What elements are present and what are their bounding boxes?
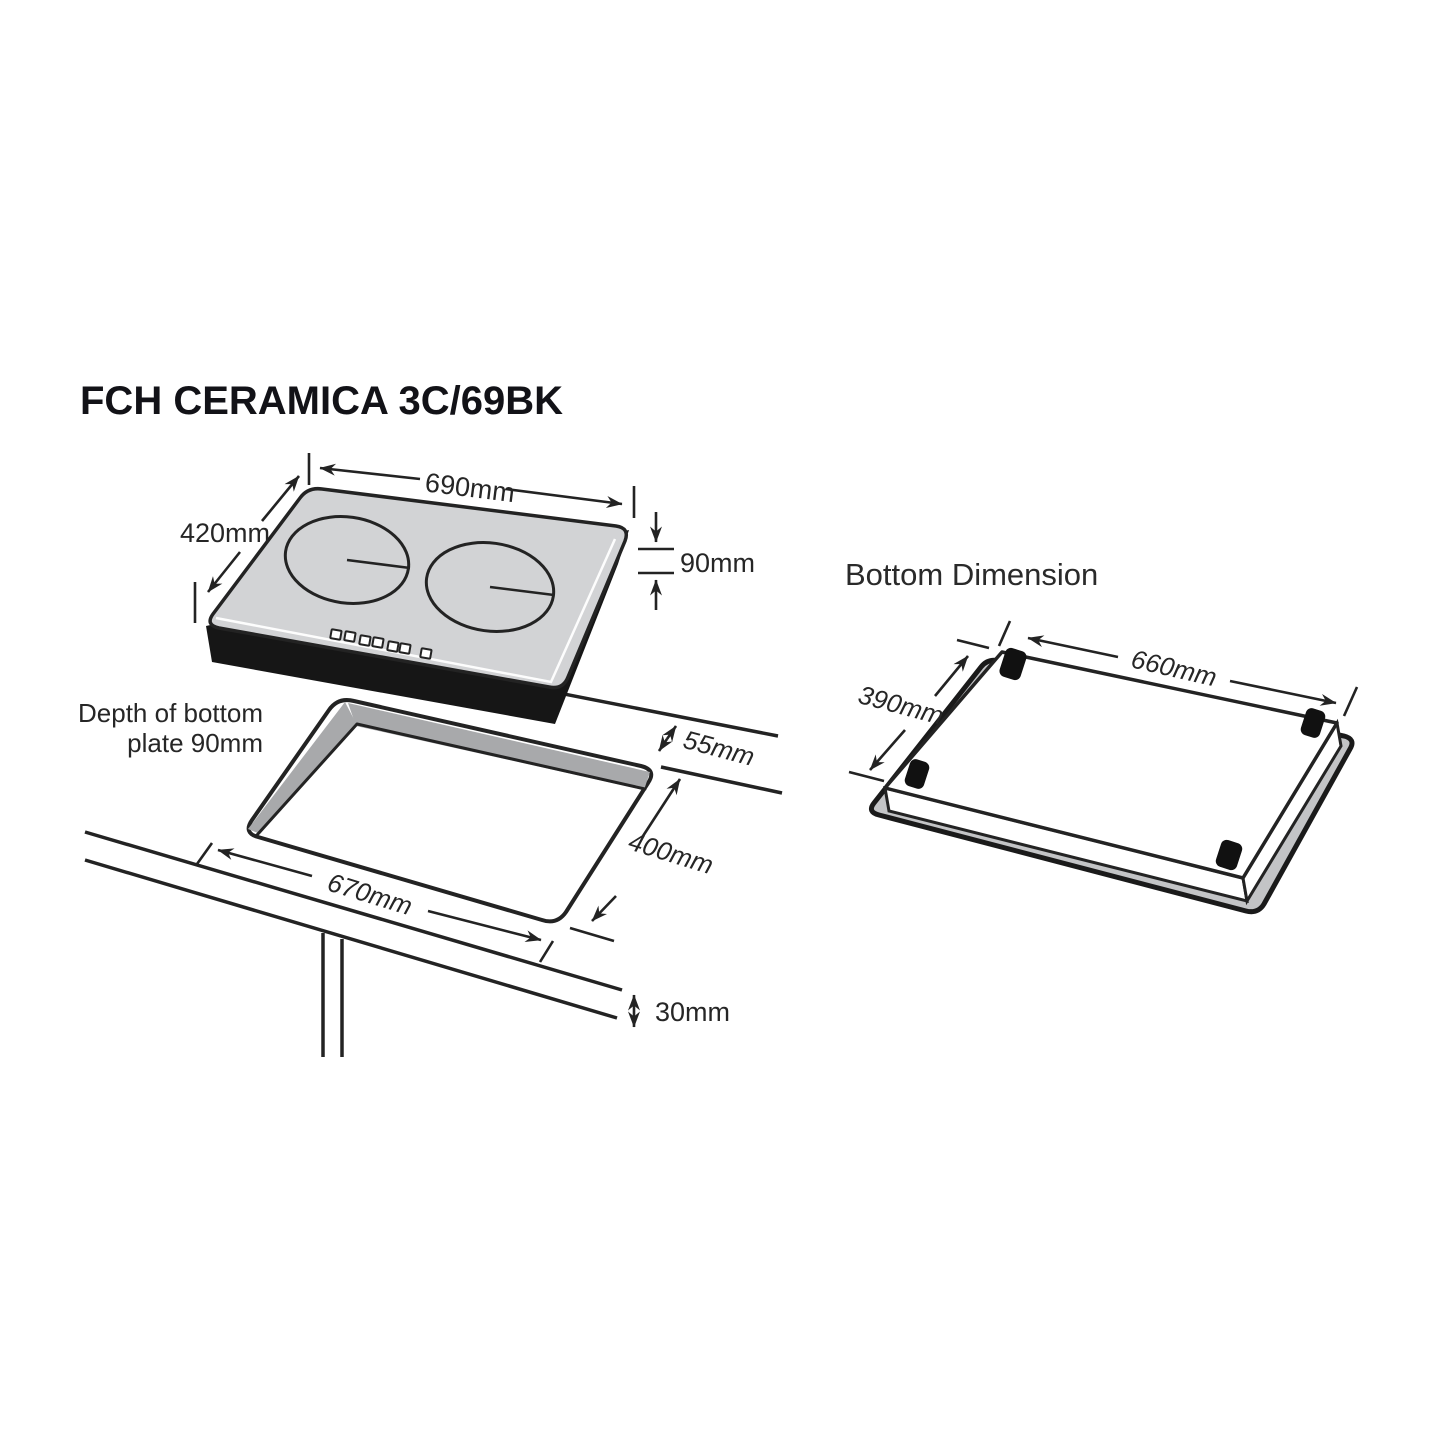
bottom-dimension-heading: Bottom Dimension xyxy=(845,557,1098,592)
cutout-inner-edge xyxy=(255,722,647,837)
foot-top-right xyxy=(1300,708,1326,738)
note-depth-line2: plate 90mm xyxy=(127,728,263,758)
label-bottom-depth-390: 390mm xyxy=(855,679,947,730)
label-thickness-30: 30mm xyxy=(655,997,730,1027)
label-cutout-depth-400: 400mm xyxy=(625,826,717,880)
control-buttons xyxy=(329,628,433,660)
dim-90 xyxy=(638,512,674,610)
cutout-wall-top xyxy=(348,703,650,790)
cutout-wall-left xyxy=(248,702,357,834)
note-depth-line1: Depth of bottom xyxy=(78,698,263,728)
plate-bottom-face xyxy=(883,650,1339,880)
dim-660 xyxy=(997,620,1359,717)
page-title: FCH CERAMICA 3C/69BK xyxy=(80,379,563,423)
dim-420 xyxy=(193,475,301,623)
hob-top-view xyxy=(193,453,779,738)
glass-highlight xyxy=(215,538,617,684)
cutout-edge-extension xyxy=(660,765,783,795)
foot-top-left xyxy=(999,647,1027,681)
foot-bottom-left xyxy=(904,759,930,789)
hob-bottom-view xyxy=(848,620,1359,915)
foot-bottom-right xyxy=(1215,839,1243,871)
worktop-cutout-view xyxy=(84,698,783,1057)
burner-right-marker xyxy=(489,585,555,597)
dim-400 xyxy=(569,778,682,943)
dim-670 xyxy=(195,842,555,963)
worktop-front-edge-top xyxy=(84,830,623,992)
dim-390 xyxy=(848,638,990,783)
worktop-front-edge-bottom xyxy=(84,858,618,1020)
label-height-90: 90mm xyxy=(680,548,755,578)
feet xyxy=(904,647,1326,871)
dim-55 xyxy=(657,725,678,752)
dim-690 xyxy=(307,453,636,518)
burner-left-marker xyxy=(346,558,411,570)
label-depth-420: 420mm xyxy=(180,518,270,548)
